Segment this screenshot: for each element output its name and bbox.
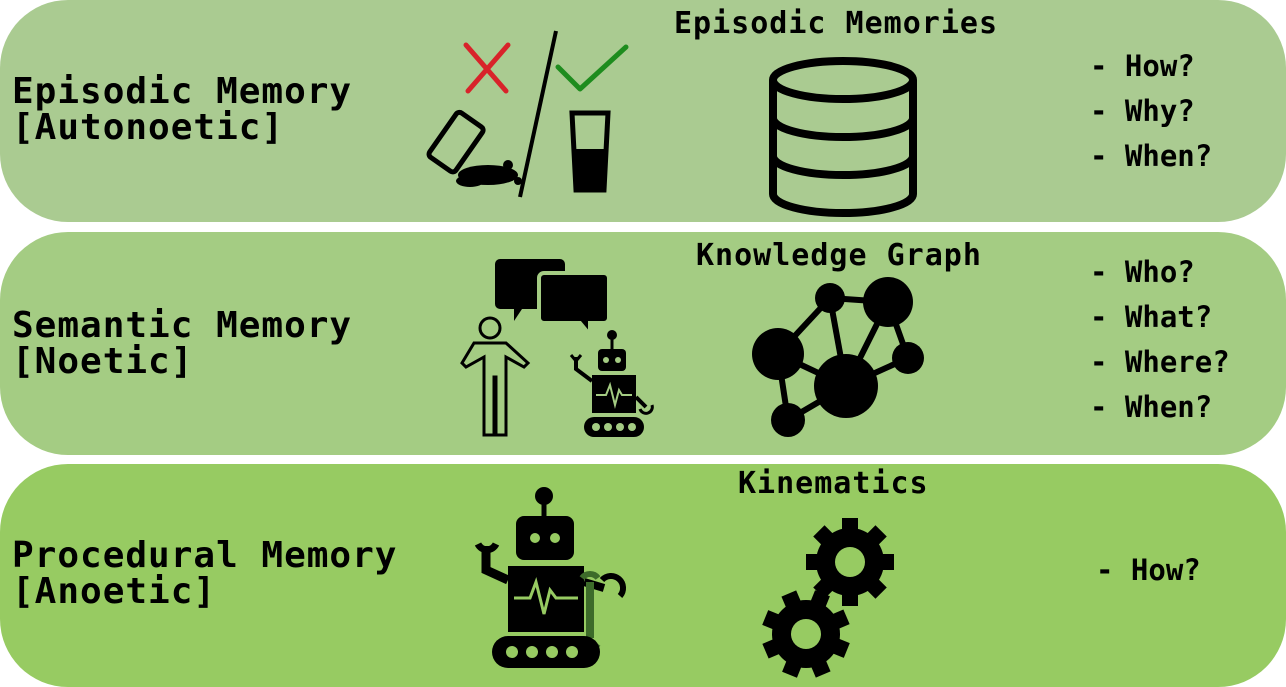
- semantic-memory-row: Semantic Memory [Noetic]: [0, 232, 1286, 455]
- robot-with-wrench-icon: [474, 487, 627, 668]
- gear-icon: [806, 518, 894, 606]
- procedural-memory-row: Procedural Memory [Anoetic] Kinematics: [0, 464, 1286, 687]
- question-item: - When?: [1090, 390, 1213, 424]
- question-item: - When?: [1090, 139, 1213, 173]
- human-robot-conversation-icon: [460, 259, 654, 437]
- episodic-questions: - How? - Why? - When?: [1090, 44, 1212, 179]
- question-item: - Who?: [1090, 255, 1195, 289]
- episodic-memories-heading: Episodic Memories: [674, 6, 999, 41]
- person-icon: [460, 316, 531, 437]
- robot-icon: [569, 330, 654, 437]
- episodic-memory-title: Episodic Memory [Autonoetic]: [12, 71, 353, 148]
- question-item: - Where?: [1090, 345, 1230, 379]
- check-icon: [555, 44, 629, 92]
- question-item: - Why?: [1090, 94, 1195, 128]
- upright-glass-icon: [569, 110, 611, 193]
- question-item: - What?: [1090, 300, 1213, 334]
- procedural-questions: - How?: [1096, 548, 1201, 593]
- gears-icon: [762, 518, 894, 678]
- speech-bubbles-icon: [495, 259, 611, 341]
- kinematics-heading: Kinematics: [738, 466, 929, 501]
- knowledge-graph-heading: Knowledge Graph: [696, 238, 982, 273]
- knowledge-graph-icon: [752, 277, 924, 437]
- divider-slash: [518, 30, 558, 198]
- semantic-questions: - Who? - What? - Where? - When?: [1090, 250, 1230, 430]
- semantic-memory-title: Semantic Memory [Noetic]: [12, 305, 353, 382]
- database-icon: [769, 57, 917, 217]
- procedural-memory-title: Procedural Memory [Anoetic]: [12, 535, 398, 612]
- spilled-glass-icon: [426, 109, 522, 187]
- spill-vs-glass-icon: [426, 30, 629, 198]
- cross-icon: [463, 42, 511, 94]
- question-item: - How?: [1096, 553, 1201, 587]
- question-item: - How?: [1090, 49, 1195, 83]
- gear-icon: [762, 590, 850, 678]
- episodic-memory-row: Episodic Memory [Autonoetic] Episodic Me…: [0, 0, 1286, 222]
